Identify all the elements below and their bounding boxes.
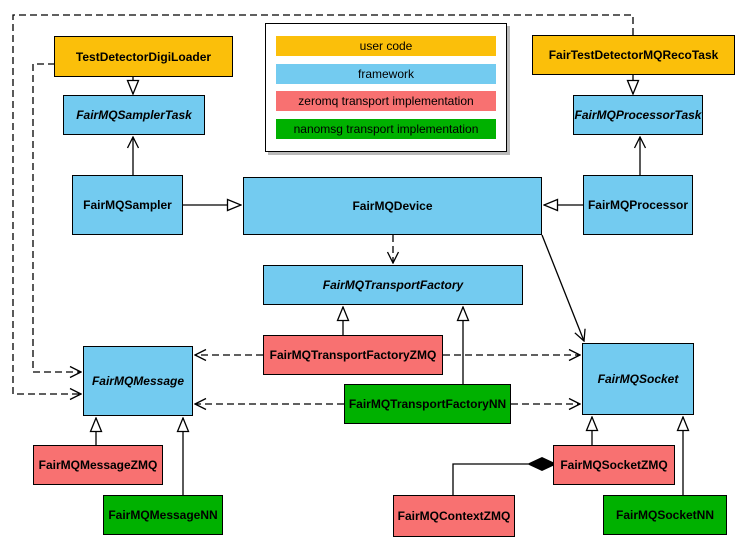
node-label: FairMQDevice bbox=[352, 199, 433, 213]
legend-item-nanomsg: nanomsg transport implementation bbox=[276, 118, 496, 139]
legend-item-zeromq: zeromq transport implementation bbox=[276, 91, 496, 112]
node-fairmqtransportfactoryzmq: FairMQTransportFactoryZMQ bbox=[263, 335, 443, 375]
node-fairmqmessagenn: FairMQMessageNN bbox=[103, 495, 223, 535]
node-label: TestDetectorDigiLoader bbox=[75, 49, 212, 64]
legend-label: user code bbox=[359, 39, 413, 53]
node-label: FairMQTransportFactoryNN bbox=[348, 397, 507, 411]
legend-label: framework bbox=[357, 66, 414, 81]
node-fairmqtransportfactorynn: FairMQTransportFactoryNN bbox=[344, 384, 511, 424]
node-label: FairTestDetectorMQRecoTask bbox=[548, 48, 719, 62]
node-fairmqmessagezmq: FairMQMessageZMQ bbox=[33, 445, 163, 485]
node-fairmqsocketzmq: FairMQSocketZMQ bbox=[553, 445, 675, 485]
legend-label: zeromq transport implementation bbox=[298, 94, 474, 109]
node-label: FairMQTransportFactoryZMQ bbox=[269, 348, 437, 362]
node-fairmqcontextzmq: FairMQContextZMQ bbox=[393, 495, 515, 537]
legend-item-user-code: user code bbox=[276, 36, 496, 56]
node-fairmqdevice: FairMQDevice bbox=[243, 177, 542, 235]
node-label: FairMQTransportFactory bbox=[322, 278, 464, 292]
node-fairmqsamplertask: FairMQSamplerTask bbox=[63, 95, 205, 135]
edge-recotask-message bbox=[12, 14, 634, 394]
node-label: FairMQMessageNN bbox=[108, 508, 218, 522]
legend: user code framework zeromq transport imp… bbox=[265, 23, 507, 152]
node-label: FairMQProcessorTask bbox=[574, 108, 702, 122]
node-testdetectordigiloader: TestDetectorDigiLoader bbox=[54, 36, 233, 77]
edge-device-socket bbox=[541, 234, 584, 341]
node-fairtestdetectormqrecotask: FairTestDetectorMQRecoTask bbox=[532, 35, 735, 75]
node-label: FairMQMessage bbox=[91, 374, 185, 388]
node-label: FairMQSocket bbox=[597, 372, 679, 386]
node-fairmqsampler: FairMQSampler bbox=[72, 175, 183, 235]
node-fairmqprocessortask: FairMQProcessorTask bbox=[573, 95, 703, 135]
node-fairmqmessage: FairMQMessage bbox=[83, 346, 193, 416]
legend-label: nanomsg transport implementation bbox=[293, 121, 479, 136]
node-label: FairMQSamplerTask bbox=[76, 108, 192, 122]
node-label: FairMQSocketZMQ bbox=[560, 458, 668, 472]
legend-item-framework: framework bbox=[276, 63, 496, 84]
node-fairmqsocket: FairMQSocket bbox=[582, 343, 694, 415]
node-label: FairMQSocketNN bbox=[615, 508, 715, 522]
composition-diamond bbox=[527, 457, 557, 471]
edge-contextzmq-socketzmq bbox=[452, 463, 528, 495]
node-label: FairMQMessageZMQ bbox=[38, 458, 158, 472]
node-label: FairMQProcessor bbox=[587, 198, 689, 212]
node-label: FairMQContextZMQ bbox=[397, 509, 511, 523]
node-fairmqsocketnn: FairMQSocketNN bbox=[603, 495, 727, 535]
node-label: FairMQSampler bbox=[83, 198, 172, 212]
node-fairmqtransportfactory: FairMQTransportFactory bbox=[263, 265, 523, 305]
edge-digiloader-message bbox=[32, 63, 81, 372]
node-fairmqprocessor: FairMQProcessor bbox=[583, 175, 693, 235]
